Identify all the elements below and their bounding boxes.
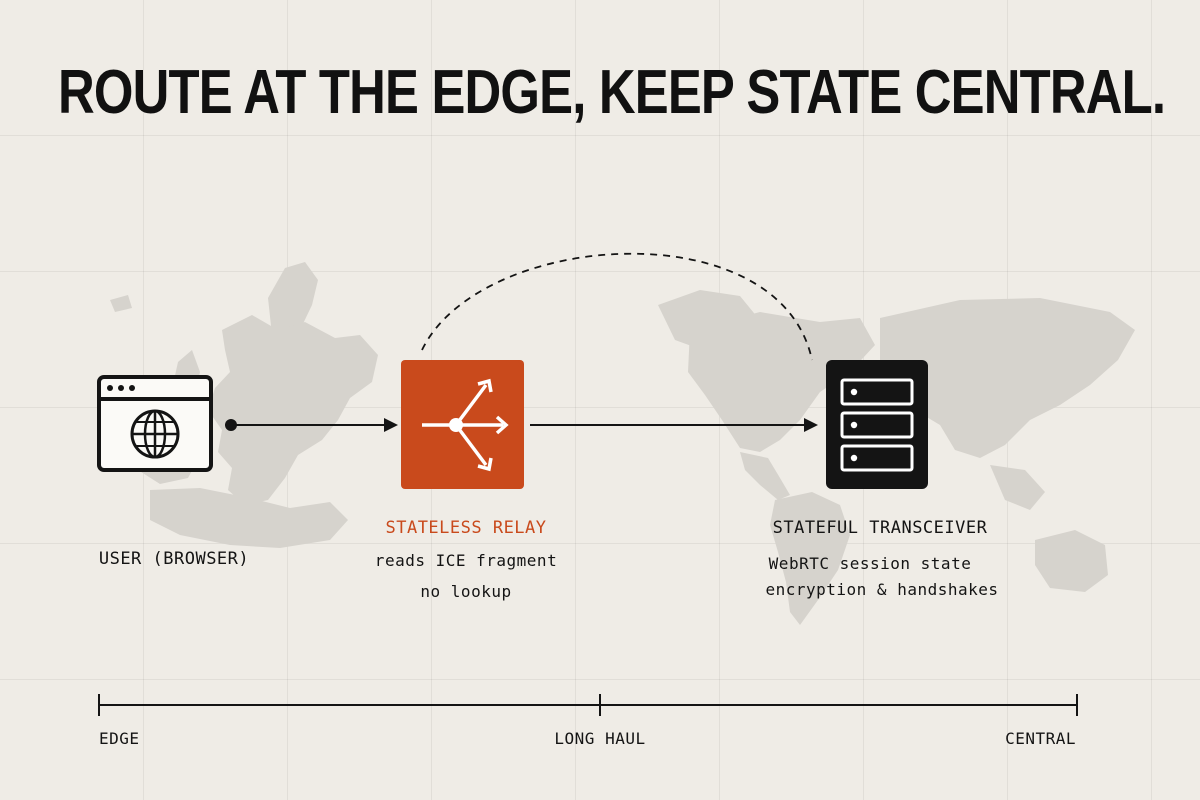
- scale-label-central: CENTRAL: [1005, 729, 1076, 748]
- world-map: [110, 262, 1135, 625]
- map-africa-north: [150, 488, 348, 548]
- relay-node-label: STATELESS RELAY: [385, 518, 547, 538]
- connector-user-to-relay: [225, 418, 398, 432]
- scale-bar: [98, 694, 1078, 716]
- page-title: ROUTE AT THE EDGE, KEEP STATE CENTRAL.: [58, 58, 1166, 127]
- map-iceland: [110, 295, 132, 312]
- map-asia: [880, 298, 1135, 458]
- server-rack-icon: [826, 360, 928, 489]
- map-europe: [208, 315, 378, 505]
- map-north-america: [688, 312, 875, 452]
- map-europe-scandinavia: [268, 262, 318, 348]
- transceiver-detail-line-1: WebRTC session state: [768, 554, 972, 573]
- user-node-label: USER (BROWSER): [98, 549, 250, 569]
- relay-detail-line-1: reads ICE fragment: [374, 551, 558, 570]
- map-central-america: [740, 452, 790, 500]
- map-southeast-asia: [990, 465, 1045, 510]
- long-haul-arc: [421, 252, 813, 361]
- branching-arrows-icon: [401, 360, 524, 489]
- browser-globe-icon: [97, 375, 213, 472]
- scale-label-long-haul: LONG HAUL: [554, 729, 646, 748]
- transceiver-detail-line-2: encryption & handshakes: [765, 580, 999, 599]
- relay-detail-line-2: no lookup: [420, 582, 512, 601]
- scale-label-edge: EDGE: [99, 729, 140, 748]
- connector-relay-to-transceiver: [530, 418, 818, 432]
- transceiver-node-label: STATEFUL TRANSCEIVER: [772, 518, 988, 538]
- map-south-america: [770, 492, 850, 625]
- map-australia: [1035, 530, 1108, 592]
